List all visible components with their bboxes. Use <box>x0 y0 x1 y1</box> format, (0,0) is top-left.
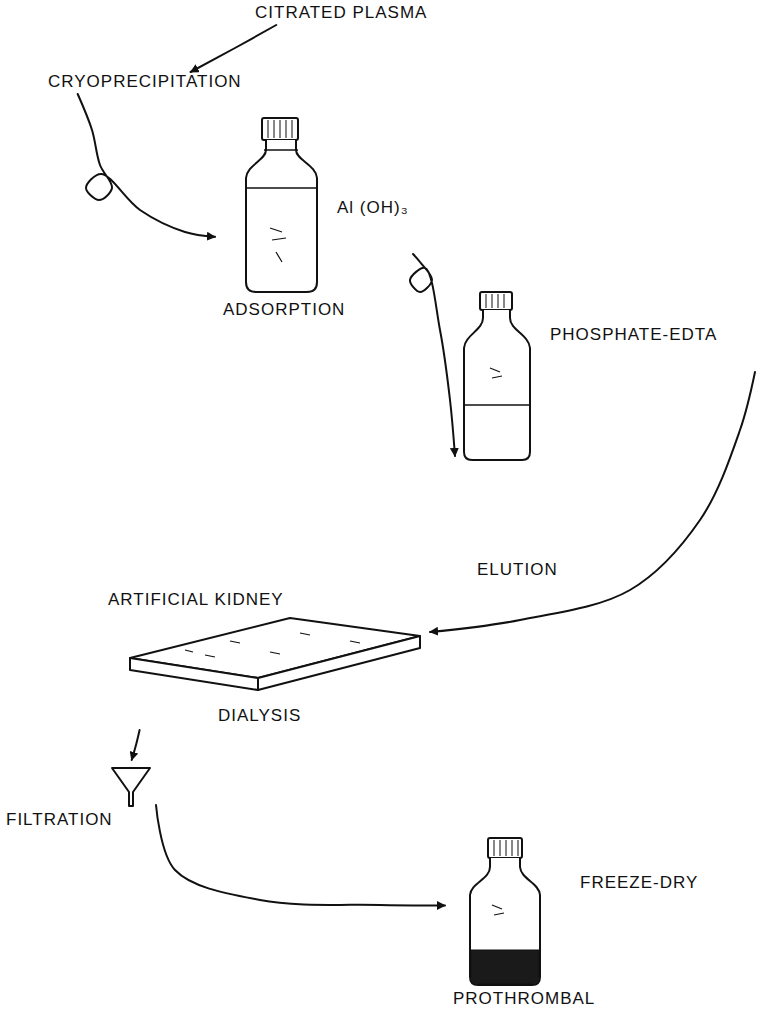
flow-arrow <box>78 94 215 237</box>
process-step: Al (OH)₃ ADSORPTION <box>215 110 413 325</box>
step-label: ADSORPTION <box>223 300 345 320</box>
flow-arrow <box>191 25 277 72</box>
freeze-dry-bottle <box>470 838 540 985</box>
step-label: CITRATED PLASMA <box>255 3 427 23</box>
flow-arrow <box>156 805 445 905</box>
process-step: ARTIFICIAL KIDNEY DIALYSIS <box>100 588 430 730</box>
flow-arrow <box>430 372 755 632</box>
step-label: PROTHROMBAL <box>453 989 595 1009</box>
flow-arrow <box>132 730 140 760</box>
source-label: CITRATED PLASMA <box>255 3 432 25</box>
step-label: PHOSPHATE-EDTA <box>550 325 717 345</box>
step-label: CRYOPRECIPITATION <box>48 72 242 92</box>
step-label: FILTRATION <box>6 810 113 830</box>
step-label: Al (OH)₃ <box>337 198 409 218</box>
process-step: PHOSPHATE-EDTA ELUTION <box>455 285 755 585</box>
step-label: FREEZE-DRY <box>580 873 698 893</box>
artificial-kidney-slab <box>130 618 420 690</box>
flow-arrow <box>410 254 455 456</box>
step-label: DIALYSIS <box>218 706 301 726</box>
filter-funnel <box>112 768 150 806</box>
step-label: ARTIFICIAL KIDNEY <box>108 590 284 610</box>
process-step: CRYOPRECIPITATION <box>48 72 246 94</box>
product-step: FREEZE-DRY PROTHROMBAL <box>445 835 765 1011</box>
process-step: FILTRATION <box>4 760 156 835</box>
adsorption-bottle <box>246 118 317 292</box>
step-label: ELUTION <box>477 560 558 580</box>
elution-bottle <box>464 292 530 460</box>
